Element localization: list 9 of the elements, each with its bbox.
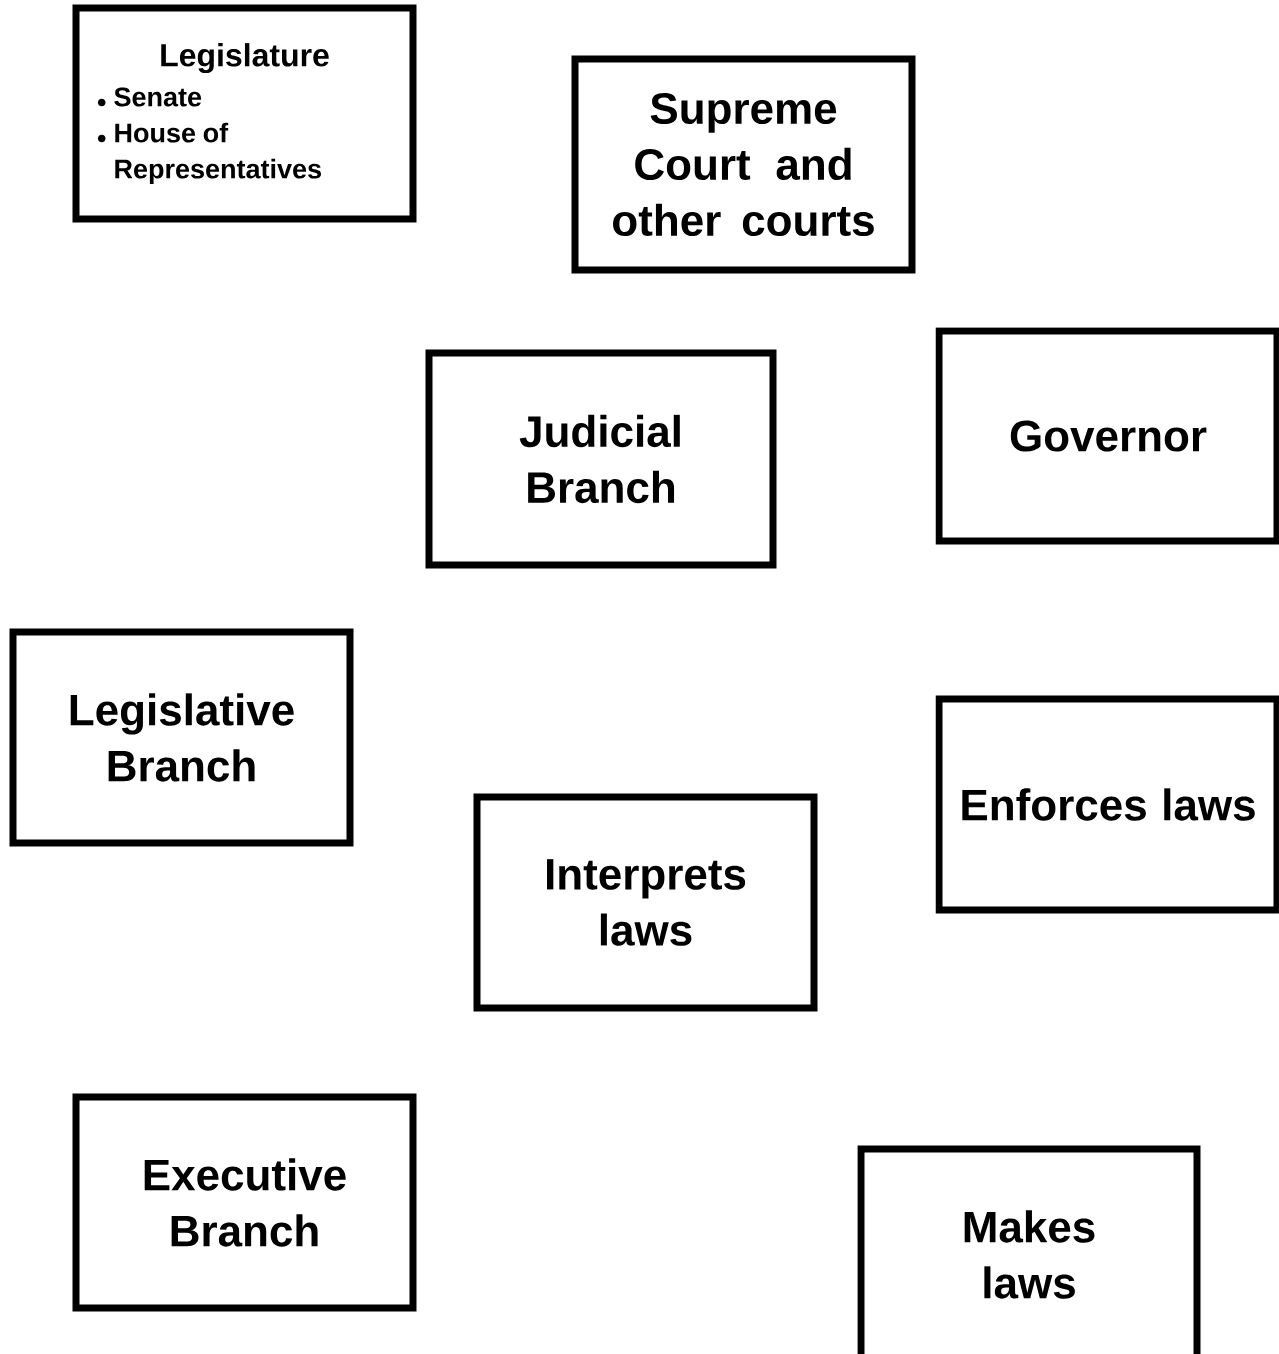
text-box: Supreme Court and other courts	[571, 55, 916, 274]
text-box: Legislative Branch	[9, 628, 354, 847]
text-box: Makes laws	[857, 1145, 1201, 1354]
text-box: Legislature Senate House of Representatives	[72, 4, 417, 223]
text-box: Judicial Branch	[425, 349, 777, 569]
text-box: Executive Branch	[72, 1093, 417, 1312]
text-box: Interprets laws	[473, 793, 818, 1012]
text-box: Governor	[935, 327, 1279, 545]
text-box: Enforces laws	[935, 695, 1279, 914]
